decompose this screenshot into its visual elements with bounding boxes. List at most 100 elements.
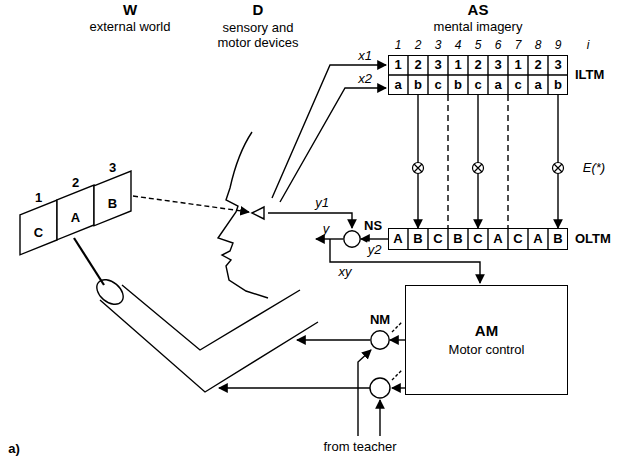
signal-name: x1 [358,49,372,64]
switch-cross [474,164,482,172]
grid-lines [388,55,568,95]
table-cell: b [554,78,562,93]
signal-name: y [323,222,330,237]
section-letter: W [123,1,137,18]
table-cell: C [513,232,522,247]
column-index: 9 [555,39,562,53]
table-cell: B [553,232,562,247]
table-cell: 1 [394,58,401,73]
column-index: 1 [395,39,402,53]
node-text: Motor control [449,343,525,358]
signal-wire [268,213,352,228]
circle-shape [344,231,360,247]
table-cell: B [453,232,462,247]
switch-cross [554,164,562,172]
table-cell: B [413,232,422,247]
arm-outline [100,300,318,392]
cell-number: 3 [109,161,116,176]
section-caption: mental imagery [434,20,523,35]
switch-cross [414,164,422,172]
circle-shape [371,331,389,349]
table-cell: a [534,78,541,93]
index-symbol: i [587,39,590,53]
tape-cell-shape [94,171,131,226]
connector [390,339,405,340]
signal-name: y2 [367,242,383,257]
pen [74,238,104,285]
table-cell: 2 [474,58,481,73]
signal-wire [280,88,386,202]
table-cell: A [393,232,402,247]
motor-wire [392,387,405,388]
connectors [361,95,558,340]
switch-symbol [553,163,564,174]
signal-name: x2 [358,72,372,87]
table-cell: c [474,78,481,93]
table-cell: 3 [554,58,561,73]
connector [477,95,478,228]
tape-cell: C [20,200,57,255]
panel-label: a) [8,442,20,457]
tape-cell: B [94,171,131,226]
table-cell: 1 [454,58,461,73]
group-divider [448,95,508,228]
section-letter: AS [468,1,489,18]
tape-cell-shape [57,185,94,240]
tape-cell: A [57,185,94,240]
signal-wire [272,65,386,198]
drawing [74,55,568,436]
node-title: OLTM [575,232,611,247]
section-letter: D [253,1,264,18]
signal-name: y1 [315,196,329,211]
column-index: 3 [435,39,442,53]
switch-label: E(*) [583,161,605,176]
cell-number: 1 [35,190,42,205]
motor-wire [219,387,370,388]
connector [417,95,418,228]
connector [557,95,558,228]
sight-line [133,196,249,212]
column-index: 5 [475,39,482,53]
switch-symbol [473,163,484,174]
table-cell: C [473,232,482,247]
table-cell: c [514,78,521,93]
node-title: NM [370,313,390,328]
node-title: AM [475,322,498,339]
table-cell: A [493,232,502,247]
column-index: 4 [455,39,462,53]
circle-outline [370,330,390,350]
switch-symbol [413,163,424,174]
switches [413,163,564,174]
column-index: 8 [535,39,542,53]
neuron-circle: NS [343,230,361,248]
signal-name: xy [339,265,352,280]
tape-cell-shape [20,200,57,255]
grid-lines [408,228,548,250]
table-cell: a [494,78,501,93]
head-profile [218,132,268,298]
table-cell: b [414,78,422,93]
section-caption: sensory and motor devices [208,21,308,51]
table-cell: 2 [414,58,421,73]
connector [361,238,388,239]
node-title: B [108,197,117,212]
table-cell: 3 [494,58,501,73]
node-title: ILTM [575,68,604,83]
teacher-wire [358,350,371,436]
source-note: from teacher [324,440,397,455]
node-title: NS [364,219,382,234]
hand [92,275,128,310]
table-cell: 2 [534,58,541,73]
node-title: C [34,226,43,241]
table-cell: a [394,78,401,93]
circle-outline [343,230,361,248]
neuron-circle [370,378,390,398]
table-cell: A [533,232,542,247]
eye-symbol [252,207,264,219]
table-cell: 1 [514,58,521,73]
table-cell: c [434,78,441,93]
